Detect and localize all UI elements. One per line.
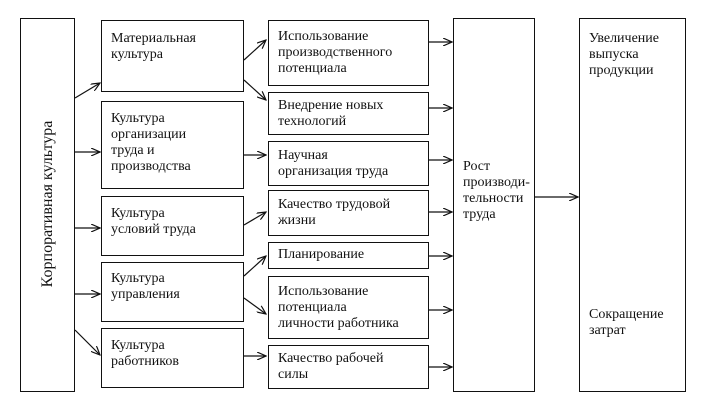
root-box: Корпоративная культура [20, 18, 75, 392]
arrow-material-to-technologies [243, 79, 266, 100]
culture-label-material: Материальная культура [111, 31, 196, 62]
factor-label-new-technologies: Внедрение новых технологий [278, 98, 384, 129]
factor-box-workforce-quality: Качество рабочей силы [268, 345, 429, 389]
arrow-management-to-personality [243, 297, 266, 314]
factor-label-personal-potential: Использование потенциала личности работн… [278, 284, 399, 331]
culture-box-material: Материальная культура [101, 20, 244, 92]
culture-label-conditions: Культура условий труда [111, 206, 196, 237]
culture-label-management: Культура управления [111, 271, 180, 302]
factor-label-scientific-organization: Научная организация труда [278, 148, 389, 179]
factor-label-planning: Планирование [278, 247, 365, 262]
factor-label-workforce-quality: Качество рабочей силы [278, 351, 384, 382]
factor-box-work-life-quality: Качество трудовой жизни [268, 190, 429, 236]
factor-label-work-life-quality: Качество трудовой жизни [278, 197, 391, 228]
factor-box-new-technologies: Внедрение новых технологий [268, 92, 429, 135]
factor-label-production-potential: Использование производственного потенциа… [278, 29, 393, 76]
factor-box-scientific-organization: Научная организация труда [268, 141, 429, 186]
center-label-productivity: Рост производи- тельности труда [463, 159, 530, 222]
culture-label-organization: Культура организации труда и производств… [111, 111, 191, 174]
culture-box-management: Культура управления [101, 262, 244, 322]
results-box: Увеличение выпуска продукции Сокращение … [579, 18, 686, 392]
arrow-root-to-workers [74, 329, 100, 355]
culture-box-organization: Культура организации труда и производств… [101, 101, 244, 189]
center-box-productivity: Рост производи- тельности труда [453, 18, 535, 392]
factor-box-production-potential: Использование производственного потенциа… [268, 20, 429, 86]
culture-label-workers: Культура работников [111, 338, 179, 369]
arrow-material-to-potential [243, 40, 266, 61]
root-label: Корпоративная культура [39, 120, 56, 288]
arrow-root-to-material [74, 83, 100, 99]
arrow-conditions-to-life-quality [243, 212, 266, 226]
arrow-management-to-planning [243, 256, 266, 277]
result-label-cost-reduction: Сокращение затрат [589, 307, 664, 338]
culture-box-conditions: Культура условий труда [101, 196, 244, 256]
result-label-output-increase: Увеличение выпуска продукции [589, 31, 660, 78]
factor-box-personal-potential: Использование потенциала личности работн… [268, 276, 429, 339]
culture-box-workers: Культура работников [101, 328, 244, 388]
factor-box-planning: Планирование [268, 242, 429, 269]
